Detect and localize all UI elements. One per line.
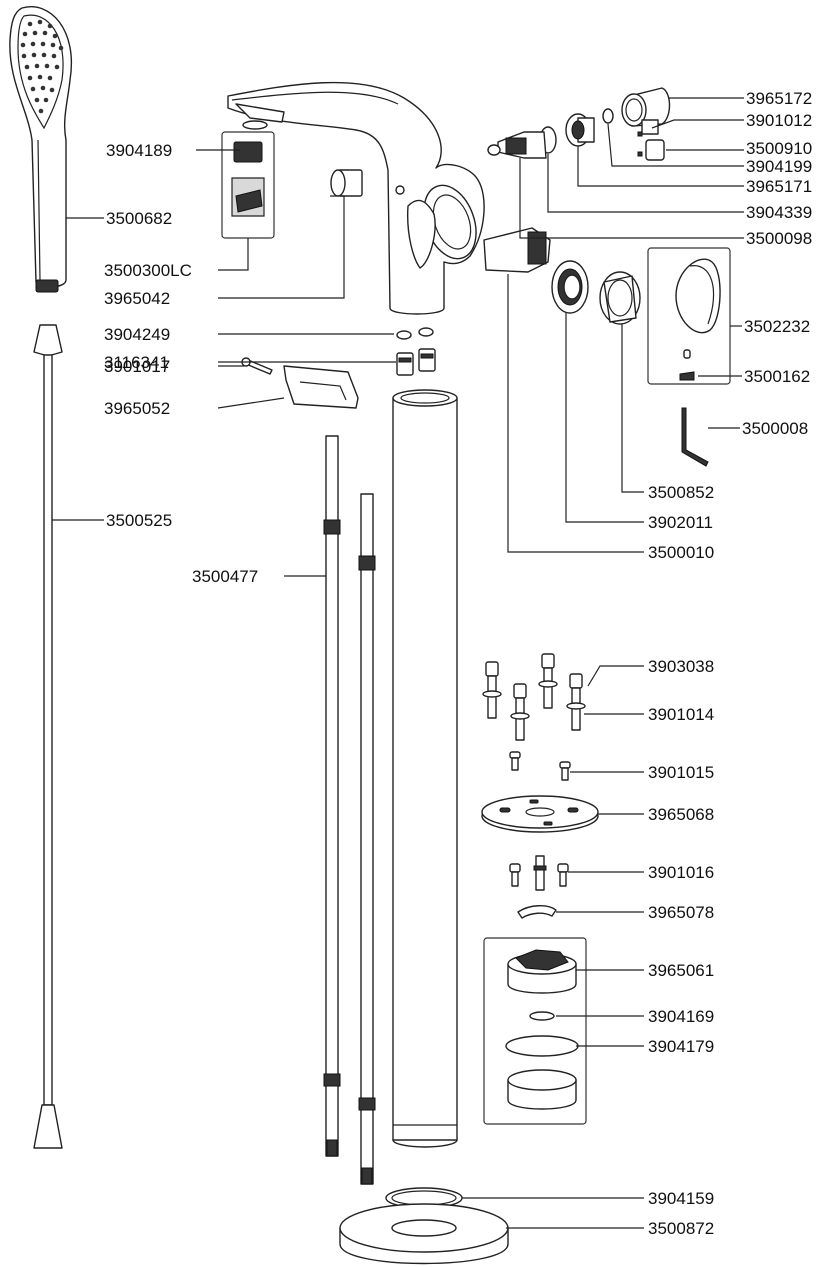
label-3500682: 3500682	[106, 209, 172, 228]
leader-lines	[52, 97, 744, 1229]
label-3904339: 3904339	[746, 203, 812, 222]
label-3500910: 3500910	[746, 139, 812, 158]
label-3500477: 3500477	[192, 567, 258, 586]
label-3901012: 3901012	[746, 111, 812, 130]
label-3904189: 3904189	[106, 141, 172, 160]
supply-rods	[323, 435, 376, 1185]
base-cover	[339, 1203, 509, 1265]
label-3965068: 3965068	[648, 805, 714, 824]
label-3500300LC: 3500300LC	[104, 261, 192, 280]
label-3500525: 3500525	[106, 511, 172, 530]
mounting-bolts	[482, 653, 586, 741]
aerator-set	[221, 120, 275, 239]
label-3901014: 3901014	[648, 705, 714, 724]
label-3904169: 3904169	[648, 1007, 714, 1026]
shower-hose	[33, 324, 63, 1149]
label-3904199: 3904199	[746, 157, 812, 176]
label-3500010: 3500010	[648, 543, 714, 562]
label-3500008: 3500008	[742, 419, 808, 438]
label-3965172: 3965172	[746, 89, 812, 108]
base-assembly-box	[483, 937, 587, 1125]
small-screws	[509, 751, 571, 781]
faucet-body	[227, 81, 485, 315]
label-3903038: 3903038	[648, 657, 714, 676]
clip	[517, 905, 557, 919]
label-3904159: 3904159	[648, 1189, 714, 1208]
label-3116341: 3116341	[104, 353, 169, 372]
handle-knob-set	[647, 247, 731, 385]
label-3901017-visible: 3901017	[104, 357, 170, 376]
part-labels: 3965172 3901012 3500910 3904199 3965171 …	[104, 89, 812, 1238]
label-3965061: 3965061	[648, 961, 714, 980]
small-orings	[396, 327, 436, 376]
label-3965052: 3965052	[104, 399, 170, 418]
shower-holder	[241, 357, 359, 409]
label-3500098: 3500098	[746, 229, 812, 248]
label-3500162: 3500162	[744, 367, 810, 386]
allen-key	[681, 407, 709, 467]
label-3500872: 3500872	[648, 1219, 714, 1238]
hand-shower-head	[9, 6, 73, 293]
mounting-studs	[509, 855, 569, 891]
label-3904249: 3904249	[104, 325, 170, 344]
mounting-plate	[481, 795, 599, 833]
label-3965078: 3965078	[648, 903, 714, 922]
cartridge-assembly	[483, 87, 671, 325]
label-3901016: 3901016	[648, 863, 714, 882]
label-3902011: 3902011	[648, 513, 713, 532]
label-3965042: 3965042	[104, 289, 170, 308]
label-3904179: 3904179	[648, 1037, 714, 1056]
label-3500852: 3500852	[648, 483, 714, 502]
label-3901015: 3901015	[648, 763, 714, 782]
label-3502232: 3502232	[744, 317, 810, 336]
label-3965171: 3965171	[746, 177, 812, 196]
standing-column	[392, 389, 458, 1148]
